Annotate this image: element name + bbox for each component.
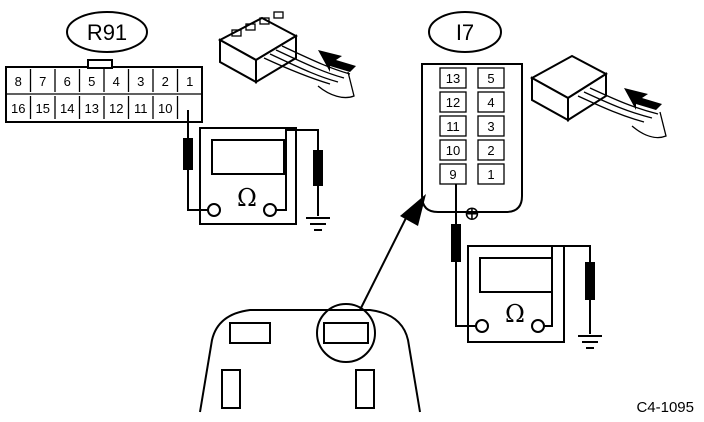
i7-pin-9: 9 (449, 167, 456, 182)
left-ground-icon (306, 217, 330, 231)
r91-pin-14: 14 (60, 101, 74, 116)
r91-pin-10: 10 (158, 101, 172, 116)
i7-pin-11: 11 (446, 119, 460, 134)
r91-pin-5: 5 (88, 74, 95, 89)
callout-arrow-icon (359, 194, 426, 311)
r91-harness-connector-sketch (217, 11, 356, 99)
i7-pin-13: 13 (446, 71, 460, 86)
i7-label-bubble: I7 (428, 11, 502, 53)
figure-code: C4-1095 (636, 399, 694, 416)
r91-label: R91 (87, 20, 127, 45)
r91-pin-3: 3 (137, 74, 144, 89)
i7-pin-5: 5 (487, 71, 494, 86)
r91-pin-15: 15 (36, 101, 50, 116)
left-ohm-symbol: Ω (237, 184, 257, 212)
r91-arrow-icon (318, 50, 356, 72)
right-ohm-symbol: Ω (505, 300, 525, 328)
right-ground-icon (578, 335, 602, 349)
left-ohmmeter: Ω (183, 110, 330, 231)
r91-pin-7: 7 (39, 74, 46, 89)
i7-label: I7 (456, 20, 474, 45)
right-ohmmeter: Ω (451, 184, 602, 349)
r91-pin-12: 12 (109, 101, 123, 116)
i7-pin-12: 12 (446, 95, 460, 110)
detail-callout-circle (316, 303, 376, 363)
r91-label-bubble: R91 (66, 11, 148, 53)
i7-pin-3: 3 (487, 119, 494, 134)
i7-pin-2: 2 (487, 143, 494, 158)
r91-pin-13: 13 (85, 101, 99, 116)
r91-pin-8: 8 (15, 74, 22, 89)
r91-pin-6: 6 (64, 74, 71, 89)
i7-harness-connector-sketch (529, 54, 667, 139)
i7-connector-face: 13 12 11 10 9 5 4 3 2 1 ⊕ (421, 63, 523, 225)
vehicle-panel-outline (199, 303, 421, 413)
i7-pin-1: 1 (487, 167, 494, 182)
i7-pin-4: 4 (487, 95, 494, 110)
r91-pin-4: 4 (113, 74, 120, 89)
r91-connector-face: 8 7 6 5 4 3 2 1 16 15 14 13 12 11 10 (5, 59, 203, 123)
r91-pin-16: 16 (11, 101, 25, 116)
i7-arrow-icon (624, 88, 662, 110)
r91-pin-1: 1 (186, 74, 193, 89)
ground-terminal-symbol: ⊕ (464, 201, 481, 225)
i7-pin-10: 10 (446, 143, 460, 158)
r91-pin-2: 2 (162, 74, 169, 89)
r91-pin-11: 11 (134, 101, 148, 116)
